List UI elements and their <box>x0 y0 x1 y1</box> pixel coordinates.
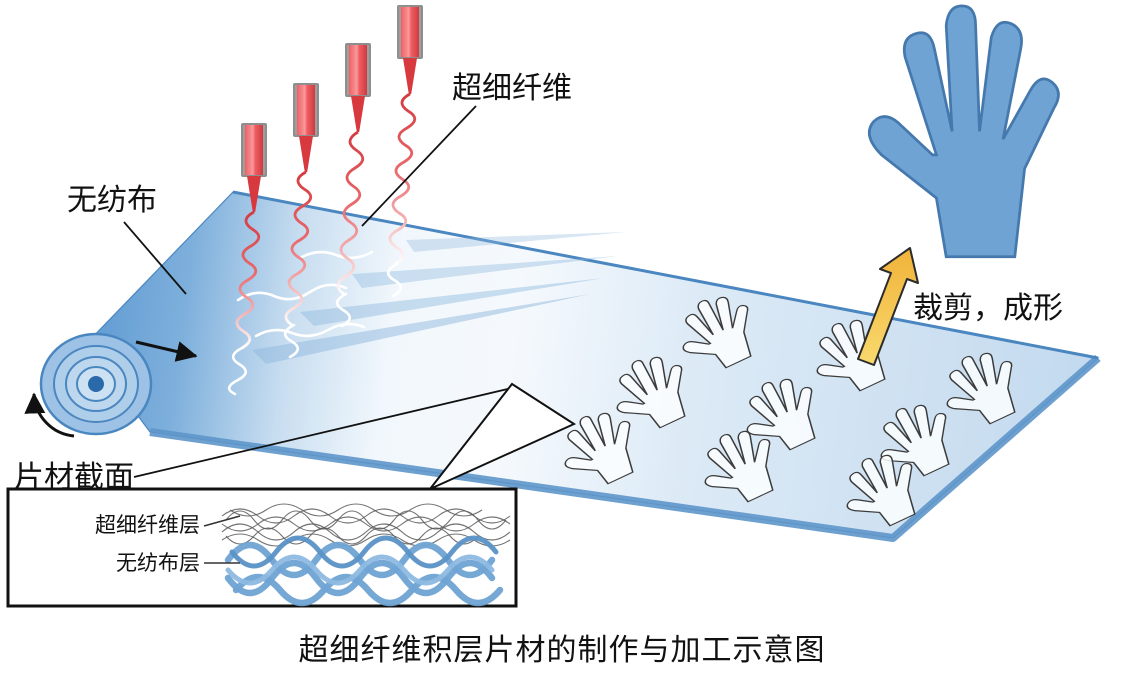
fiber-stream <box>336 130 365 296</box>
sheet-near-edge <box>149 354 1101 542</box>
nozzle-needle <box>351 96 365 132</box>
spinneret-nozzle <box>241 123 267 212</box>
layer-tick <box>203 515 241 527</box>
web-streak <box>300 278 604 326</box>
fiber-stream <box>388 92 417 266</box>
cross-section-leader-line <box>133 387 513 478</box>
fiber-stream <box>235 210 261 350</box>
spinneret-nozzle <box>345 43 371 132</box>
fiber-trail <box>227 346 248 396</box>
nozzle-needle <box>299 136 313 172</box>
fiber-trail <box>283 323 300 359</box>
nonwoven-leader-line <box>123 221 187 295</box>
fiber-trail <box>335 292 352 328</box>
nozzle-needle <box>247 176 261 212</box>
fiber-streams <box>235 92 417 350</box>
diagram-caption: 超细纤维积层片材的制作与加工示意图 <box>299 634 826 667</box>
nonwoven-sheet <box>84 190 1101 542</box>
nonwoven-layer-graphic <box>224 535 504 607</box>
fiber-trails <box>227 262 403 396</box>
fiber-line <box>298 250 374 260</box>
web-streak <box>352 256 618 288</box>
cross-section-callout: 超细纤维层 无纺布层 <box>6 382 577 608</box>
glove-shape <box>867 4 1060 259</box>
spinneret-nozzle <box>397 5 423 94</box>
cut-form-label: 裁剪，成形 <box>913 292 1063 325</box>
sheet-direction-arrow <box>135 340 198 362</box>
spinneret-nozzle <box>293 83 319 172</box>
nonwoven-layer-label: 无纺布层 <box>116 551 200 575</box>
sheet-far-edge <box>232 190 1099 360</box>
nonwoven-label: 无纺布 <box>67 184 157 217</box>
roll-rotation-arrow <box>24 392 75 438</box>
spinneret-nozzles <box>241 5 423 212</box>
microfiber-leader-line <box>361 105 477 227</box>
microfiber-layer-label: 超细纤维层 <box>95 513 200 537</box>
roll-core <box>88 376 104 392</box>
cut-form-arrow <box>857 247 919 366</box>
microfiber-label: 超细纤维 <box>452 72 572 105</box>
callout-wedge <box>429 382 577 490</box>
microfiber-layer-graphic <box>221 503 511 547</box>
nozzle-needle <box>403 58 417 94</box>
cross-section-label: 片材截面 <box>14 461 134 494</box>
fiber-trail <box>386 262 403 298</box>
fiber-stream <box>284 170 313 327</box>
web-streak <box>252 294 590 364</box>
fiber-line <box>236 283 348 302</box>
fabric-roll <box>39 332 153 436</box>
web-streak <box>406 232 626 252</box>
